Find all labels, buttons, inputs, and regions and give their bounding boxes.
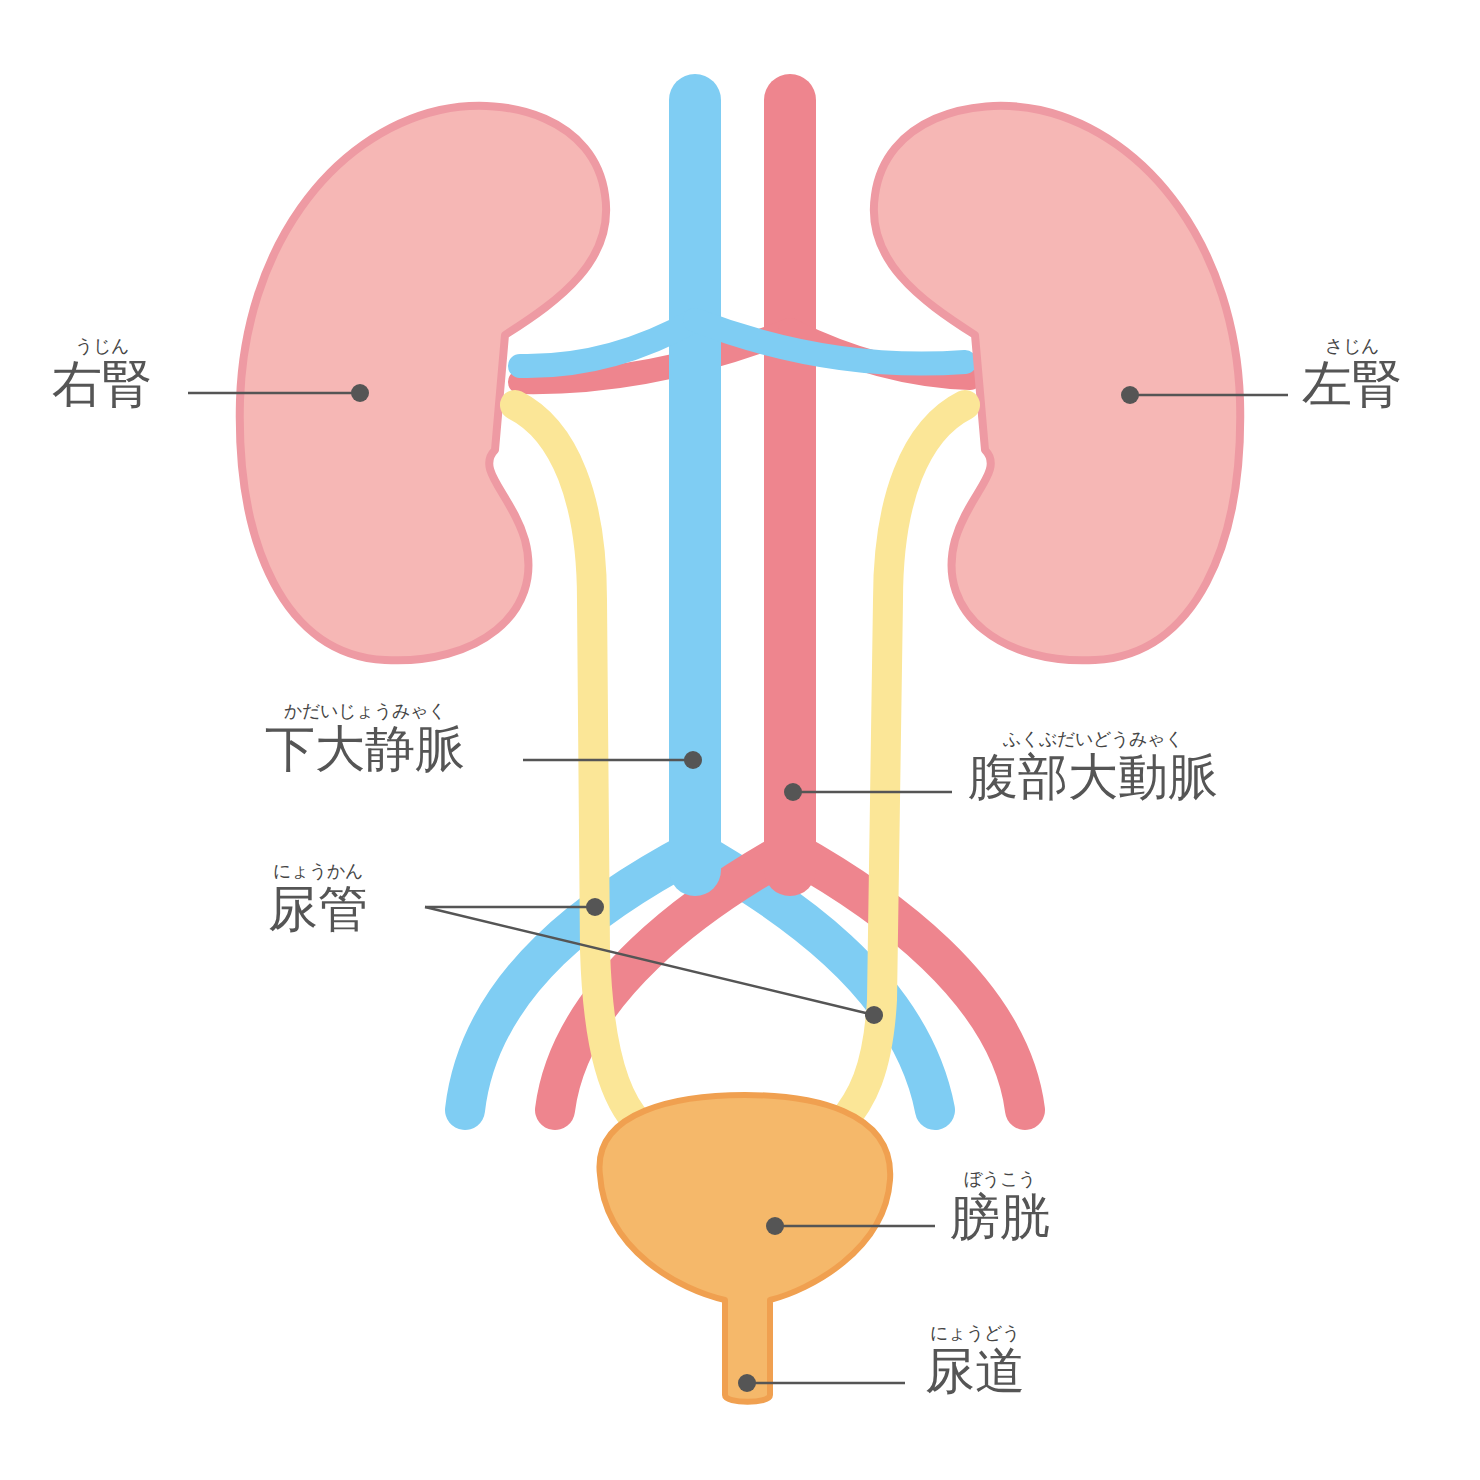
organ-label: 右腎: [52, 357, 152, 412]
leader-line: [425, 906, 595, 909]
label-group: かだいじょうみゃく下大静脈: [265, 700, 465, 777]
label-group: にょうどう尿道: [925, 1322, 1025, 1399]
renal-vein: [695, 320, 965, 364]
label-group: うじん右腎: [52, 335, 152, 412]
leader-dot: [865, 1006, 883, 1024]
leader-dot: [684, 751, 702, 769]
furigana: さじん: [1325, 335, 1379, 357]
iliac-artery: [790, 850, 1025, 1110]
left-kidney: [874, 106, 1240, 660]
organ-label: 尿道: [925, 1344, 1025, 1399]
renal-vein: [520, 320, 695, 366]
leader-line: [523, 759, 693, 762]
label-group: さじん左腎: [1302, 335, 1402, 412]
organ-label: 腹部大動脈: [968, 750, 1218, 805]
leader-dot: [351, 384, 369, 402]
furigana: かだいじょうみゃく: [284, 700, 446, 722]
organ-label: 尿管: [268, 882, 368, 937]
leader-line: [188, 392, 360, 395]
leader-dot: [1121, 386, 1139, 404]
aorta: [764, 100, 816, 870]
leader-line: [775, 1225, 935, 1228]
leader-dot: [784, 783, 802, 801]
ureter: [840, 405, 965, 1125]
leader-line: [425, 907, 874, 1015]
furigana: うじん: [75, 335, 129, 357]
leader-dot: [738, 1374, 756, 1392]
label-group: にょうかん尿管: [268, 860, 368, 937]
label-group: ふくぶだいどうみゃく腹部大動脈: [968, 728, 1218, 805]
organ-label: 左腎: [1302, 357, 1402, 412]
right-kidney: [240, 106, 606, 660]
leader-dot: [586, 898, 604, 916]
inferior-vena-cava: [669, 100, 721, 870]
leader-line: [747, 1382, 905, 1385]
leader-line: [793, 791, 952, 794]
label-group: ぼうこう膀胱: [950, 1168, 1050, 1245]
leader-line: [1130, 394, 1288, 397]
furigana: ぼうこう: [964, 1168, 1036, 1190]
ureter: [515, 405, 640, 1125]
furigana: にょうかん: [273, 860, 363, 882]
furigana: ふくぶだいどうみゃく: [1003, 728, 1183, 750]
organ-label: 膀胱: [950, 1190, 1050, 1245]
leader-dot: [766, 1217, 784, 1235]
bladder: [599, 1095, 890, 1402]
organ-label: 下大静脈: [265, 722, 465, 777]
furigana: にょうどう: [930, 1322, 1020, 1344]
